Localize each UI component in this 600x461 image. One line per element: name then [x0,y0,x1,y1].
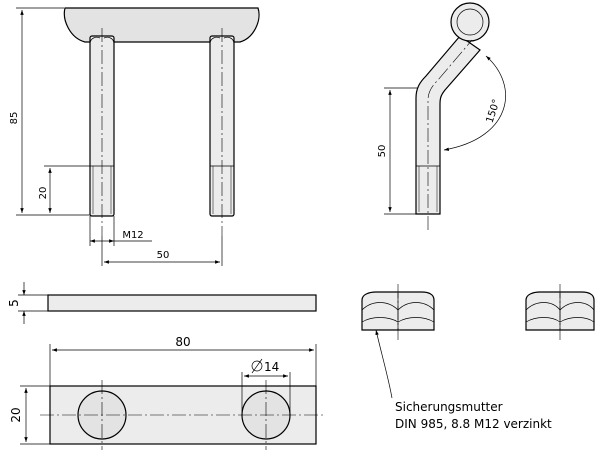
note-line-2: DIN 985, 8.8 M12 verzinkt [395,417,552,431]
u-bolt-front-view [63,7,260,236]
dim-text-20-width: 20 [9,407,23,422]
dim-text-150deg: 150° [485,98,503,124]
u-bolt-bridge [63,7,260,43]
note-line-1: Sicherungsmutter [395,400,503,414]
dim-text-5: 5 [7,299,21,307]
dim-text-14: 14 [264,360,279,374]
dim-thread-size: M12 [89,216,152,246]
note-leader [375,329,393,399]
dim-text-20-thread: 20 [38,187,49,200]
plate-edge [47,294,317,312]
lock-nut-left [361,284,435,340]
u-bolt-side-view [415,2,490,230]
dim-plate-width: 20 [9,385,50,445]
lock-nut-right [525,284,595,340]
dim-hole-diameter: 14 [241,358,291,412]
plate-top-view [40,380,326,450]
dim-text-85: 85 [9,112,20,125]
dim-side-height: 50 [377,87,418,215]
u-bolt-side-end [450,2,490,42]
u-bolt-side-shank [415,35,481,215]
dim-text-50-side: 50 [377,145,388,158]
diameter-symbol-icon [251,358,263,374]
dim-text-80: 80 [175,335,190,349]
dim-height-total: 85 [9,7,90,216]
dim-text-50-spacing: 50 [157,250,170,261]
dim-thread-length: 20 [38,165,90,213]
dim-spacing: 50 [101,236,223,266]
dim-text-m12: M12 [122,230,143,241]
dim-plate-length: 80 [49,335,317,386]
plate-edge-view: 5 [7,282,317,324]
